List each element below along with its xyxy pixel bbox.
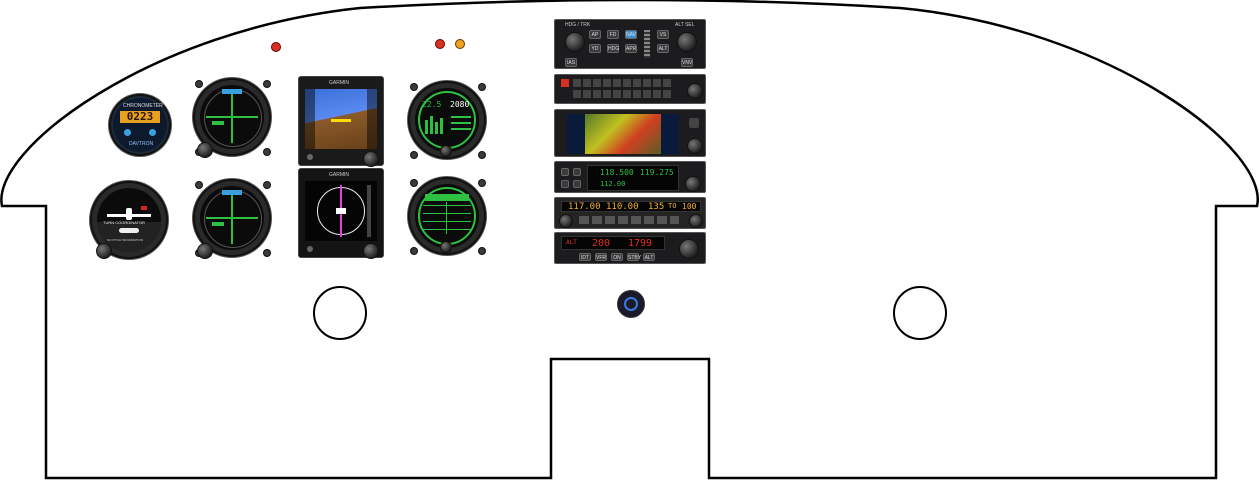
- efd-top-button[interactable]: [307, 154, 313, 160]
- gps-knob[interactable]: [687, 138, 703, 154]
- transponder-idt-button[interactable]: IDT: [579, 253, 591, 261]
- chronometer: CHRONOMETER 0223 DAVTRON: [109, 94, 171, 156]
- left-mount-hole: [313, 286, 367, 340]
- navcom-bottom-to: TO: [668, 202, 677, 210]
- chronometer-brand: CHRONOMETER: [123, 103, 163, 109]
- autopilot-alt-knob[interactable]: [677, 32, 697, 52]
- navcom-top-btn-4[interactable]: [573, 180, 581, 188]
- navcom-top-nav: 112.00: [600, 180, 626, 188]
- gps-home-button[interactable]: [689, 118, 699, 128]
- turn-coordinator-sublabel: NO PITCH INFORMATION: [107, 238, 143, 242]
- navcom-bottom-left-knob[interactable]: [559, 214, 573, 228]
- cdi-bottom-knob[interactable]: [197, 243, 213, 259]
- navcom-top-btn-1[interactable]: [561, 168, 569, 176]
- autopilot-alt-button[interactable]: ALT: [657, 44, 669, 53]
- autopilot-vnv-button[interactable]: VNV: [681, 58, 693, 67]
- navcom-top-btn-2[interactable]: [573, 168, 581, 176]
- navcom-top-active: 118.500: [600, 168, 634, 177]
- efd-bottom-button[interactable]: [307, 246, 313, 252]
- autopilot-ias-button[interactable]: IAS: [565, 58, 577, 67]
- engine-left-value: 22.5: [422, 100, 442, 109]
- center-indicator: [617, 290, 645, 318]
- turn-coordinator-label: TURN COORDINATOR: [103, 220, 145, 225]
- left-warning-light: [272, 43, 280, 51]
- efd-top-display: GARMIN: [298, 76, 384, 167]
- transponder-stby-button[interactable]: STBY: [627, 253, 642, 261]
- efd-bottom-display: GARMIN: [298, 168, 384, 259]
- engine-top-knob[interactable]: [440, 145, 452, 157]
- engine-bottom-knob[interactable]: [440, 241, 452, 253]
- chronometer-right-button[interactable]: [149, 129, 156, 136]
- center-warning-light-amber: [456, 40, 464, 48]
- transponder-on-button[interactable]: ON: [611, 253, 623, 261]
- nav-com-bottom: 117.00 110.00 135 TO 100: [554, 197, 706, 229]
- efd-top-brand: GARMIN: [329, 80, 349, 86]
- transponder: ALT 200 1799 IDT VFR ON STBY ALT: [554, 232, 706, 264]
- efd-top-knob[interactable]: [363, 151, 379, 167]
- nav-com-top: 118.500 119.275 112.00: [554, 161, 706, 193]
- right-mount-hole: [893, 286, 947, 340]
- autopilot-yd-button[interactable]: YD: [589, 44, 601, 53]
- center-warning-light-red: [436, 40, 444, 48]
- navcom-top-standby: 119.275: [640, 168, 674, 177]
- cdi-top-knob[interactable]: [197, 142, 213, 158]
- navcom-bottom-nav: 110.00: [606, 202, 639, 212]
- autopilot-apr-button[interactable]: APR: [625, 44, 637, 53]
- engine-rpm: 2080: [450, 100, 470, 109]
- autopilot-fd-button[interactable]: FD: [607, 30, 619, 39]
- navcom-top-btn-3[interactable]: [561, 180, 569, 188]
- autopilot-hdg-knob[interactable]: [565, 32, 585, 52]
- navcom-bottom-com: 117.00: [568, 202, 601, 212]
- navcom-bottom-right-knob[interactable]: [689, 214, 703, 228]
- autopilot-vs-button[interactable]: VS: [657, 30, 669, 39]
- transponder-vfr-button[interactable]: VFR: [595, 253, 607, 261]
- transponder-knob[interactable]: [679, 239, 699, 259]
- turn-coordinator-knob[interactable]: [96, 243, 112, 259]
- audio-volume-knob[interactable]: [687, 83, 703, 99]
- navcom-top-knob[interactable]: [685, 176, 701, 192]
- autopilot-hdg-button[interactable]: HDG: [607, 44, 620, 53]
- cdi-gauge-top: [193, 78, 271, 158]
- autopilot-ap-button[interactable]: AP: [589, 30, 601, 39]
- transponder-code-left: 200: [592, 238, 611, 249]
- autopilot-vs-wheel[interactable]: [644, 30, 650, 58]
- autopilot-nav-button[interactable]: NAV: [625, 30, 637, 39]
- engine-gauge-bottom: [408, 177, 486, 255]
- gps-navigator: [554, 109, 706, 157]
- autopilot-right-label: ALT SEL: [675, 22, 695, 28]
- chronometer-display: 0223: [120, 111, 160, 123]
- engine-gauge-top: 22.5 2080: [408, 81, 486, 159]
- transponder-alt-button[interactable]: ALT: [643, 253, 655, 261]
- efd-bottom-knob[interactable]: [363, 243, 379, 259]
- chronometer-maker: DAVTRON: [129, 141, 154, 147]
- turn-coordinator: TURN COORDINATOR NO PITCH INFORMATION: [90, 181, 168, 259]
- chronometer-left-button[interactable]: [124, 129, 131, 136]
- transponder-code-right: 1799: [628, 238, 653, 249]
- navcom-bottom-bearing: 135: [648, 202, 665, 212]
- navcom-bottom-dme: 100: [682, 202, 697, 211]
- autopilot-left-label: HDG / TRK: [565, 22, 591, 28]
- transponder-mode: ALT: [566, 239, 577, 246]
- autopilot-panel: HDG / TRK ALT SEL AP YD FD HDG NAV APR V…: [554, 19, 706, 69]
- audio-panel: [554, 74, 706, 104]
- efd-bottom-brand: GARMIN: [329, 172, 349, 178]
- cdi-gauge-bottom: [193, 179, 271, 259]
